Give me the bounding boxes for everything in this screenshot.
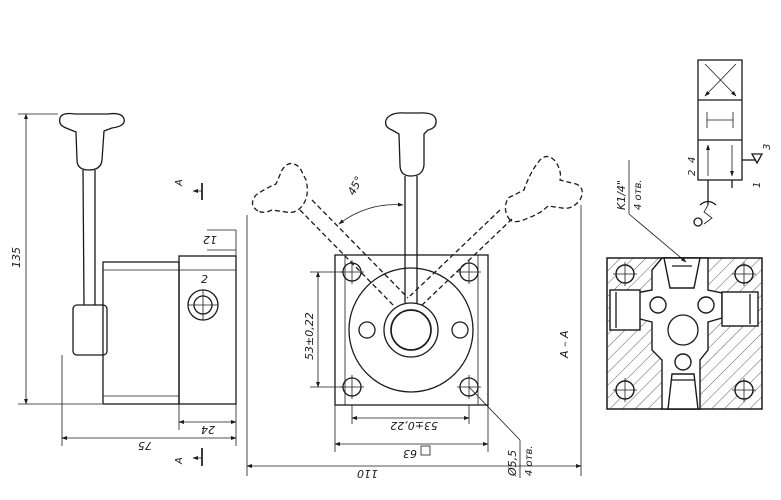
dim-hole-count: 4 отв.	[524, 445, 535, 476]
schematic-port-2: 2	[687, 170, 698, 176]
dim-width-110: 110	[357, 467, 378, 480]
side-body	[102, 261, 180, 405]
front-flange-circle	[348, 267, 474, 393]
dim-square-63: 63	[403, 447, 417, 460]
front-corner-holes	[340, 260, 481, 399]
lever-solid	[384, 112, 437, 303]
schematic-port-3: 3	[762, 144, 773, 150]
schematic-port-1: 1	[752, 182, 763, 188]
lever-dashed-left	[251, 162, 409, 308]
dim-53-vertical: 53±0,22	[303, 312, 316, 360]
port-label-2: 2	[201, 273, 208, 286]
section-title: A – A	[558, 330, 571, 359]
schematic-port-4: 4	[687, 157, 698, 163]
dim-75: 75	[138, 439, 152, 452]
section-corner-holes	[613, 262, 756, 402]
dim-hole-diameter: Ø5,5	[506, 450, 519, 477]
dim-24: 24	[201, 423, 215, 436]
side-handle-knob	[58, 112, 125, 171]
section-view: A – A	[558, 160, 763, 410]
dim-53-horizontal: 53±0,22	[390, 419, 438, 432]
thread-label: K1/4"	[615, 180, 628, 210]
side-port-block	[178, 255, 237, 405]
front-view: 45° 53±0,22 53±0,22 63 Ø5,5 4 отв. 110	[246, 112, 583, 480]
section-mark-bottom: A	[174, 457, 185, 465]
dim-12: 12	[203, 233, 217, 246]
thread-count: 4 отв.	[633, 179, 644, 210]
dim-angle-45: 45°	[345, 174, 366, 197]
dim-height-135: 135	[10, 247, 23, 268]
side-view: 2 135 12 24 75 A A	[10, 112, 237, 466]
side-lever-block	[72, 304, 108, 356]
lever-dashed-right	[409, 155, 583, 308]
front-square-body	[334, 254, 489, 406]
valve-schematic: 2 4 1 3	[687, 59, 773, 227]
section-mark-top: A	[174, 179, 185, 187]
